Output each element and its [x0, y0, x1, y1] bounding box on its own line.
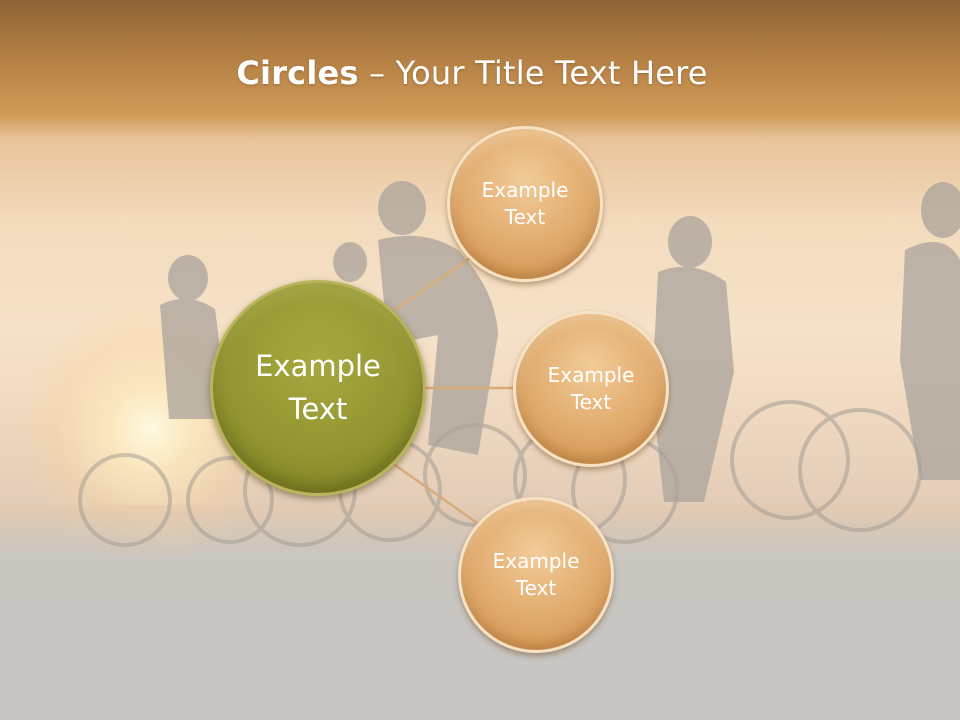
connector-bottom — [394, 463, 481, 527]
node-text-line2: Text — [504, 205, 546, 229]
node-text-line2: Text — [570, 390, 612, 414]
title-bold: Circles — [236, 54, 359, 92]
node-text-line1: Example — [547, 363, 635, 387]
slide-title: Circles – Your Title Text Here — [0, 54, 944, 92]
title-rest: – Your Title Text Here — [358, 54, 708, 92]
connector-top — [394, 256, 471, 312]
center-text-line1: Example — [255, 348, 381, 383]
node-text-line1: Example — [481, 178, 569, 202]
center-text-line2: Text — [288, 392, 348, 426]
node-text-line1: Example — [492, 549, 580, 573]
node-text-line2: Text — [515, 576, 557, 600]
